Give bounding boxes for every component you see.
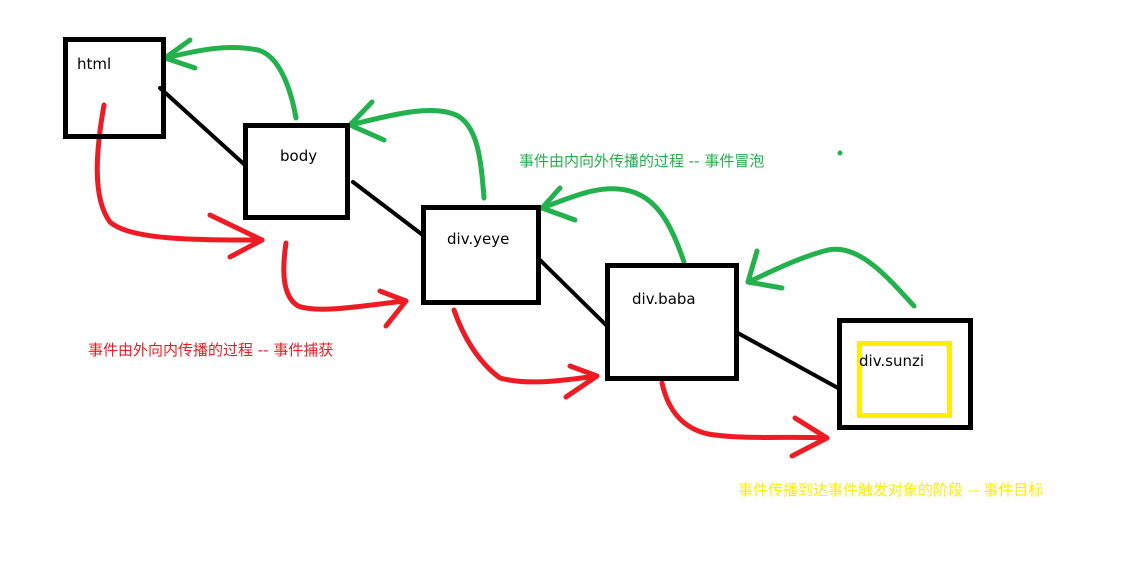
node-div-yeye-label: div.yeye [447,230,510,248]
capture-arrowhead-baba-to-sunzi [789,415,830,459]
node-div-sunzi-label: div.sunzi [859,352,925,370]
capture-arrowhead-yeye-to-baba [563,363,600,400]
capture-arrow-body-to-yeye [281,240,409,312]
connector-yeye-baba [538,258,610,329]
capture-arrow-html-to-body [94,102,265,243]
capture-arrow-yeye-to-baba [451,307,600,385]
event-target-highlight [857,341,952,418]
node-div-baba-label: div.baba [632,290,696,308]
bubble-arrow-body-to-html [162,45,299,121]
node-div-yeye: div.yeye [421,205,541,305]
bubble-arrow-baba-to-yeye [539,186,687,265]
bubble-arrow-yeye-to-body [347,108,487,201]
node-div-sunzi: div.sunzi [837,318,973,430]
node-html-label: html [77,55,112,73]
capture-arrow-baba-to-sunzi [659,380,830,441]
node-div-baba: div.baba [605,263,739,381]
node-body: body [243,123,350,220]
bubble-arrow-sunzi-to-baba [745,246,917,309]
caption-capturing: 事件由外向内传播的过程 -- 事件捕获 [88,341,334,359]
caption-target: 事件传播到达事件触发对象的阶段 -- 事件目标 [738,481,1044,499]
green-dot [837,150,843,156]
connector-body-yeye [351,180,426,238]
bubble-arrowhead-baba-to-yeye [539,185,578,223]
node-html: html [63,37,166,139]
node-body-label: body [280,147,318,165]
capture-arrowhead-body-to-yeye [377,288,409,329]
connector-baba-sunzi [734,330,840,390]
bubble-arrowhead-sunzi-to-baba [745,248,785,291]
connector-html-body [158,86,248,168]
caption-bubbling: 事件由内向外传播的过程 -- 事件冒泡 [519,152,765,170]
capture-arrowhead-html-to-body [207,212,265,260]
bubble-arrowhead-yeye-to-body [347,99,387,143]
